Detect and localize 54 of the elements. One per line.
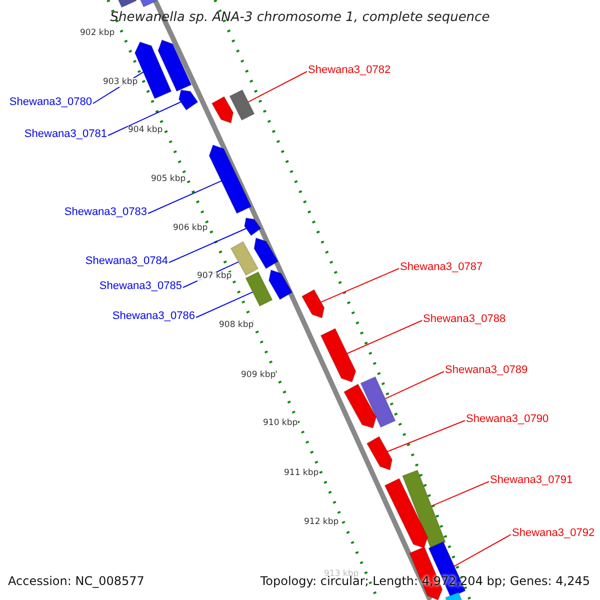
scale-label: 905 kbp: [151, 175, 186, 184]
leader-line: [346, 320, 422, 354]
gene-label: Shewana3_0792: [512, 528, 595, 539]
scale-label: 911 kbp: [284, 469, 319, 478]
gene-label: Shewana3_0790: [466, 414, 549, 425]
scale-label: 907 kbp: [197, 272, 232, 280]
leader-line: [320, 268, 400, 303]
gene-label: Shewana3_0783: [64, 207, 147, 218]
gene-label: Shewana3_0786: [112, 311, 195, 322]
gene-block: [360, 376, 396, 428]
gene-label: Shewana3_0788: [423, 314, 506, 325]
gene-feature: [244, 217, 262, 236]
gene-feature: [208, 144, 252, 214]
gene-feature: [384, 478, 428, 549]
scale-label: 912 kbp: [304, 518, 339, 526]
gene-label: Shewana3_0781: [24, 129, 107, 140]
leader-line: [387, 420, 466, 452]
scale-label: 904 kbp: [128, 126, 163, 134]
leader-line: [248, 71, 308, 102]
gene-label: Shewana3_0784: [85, 256, 168, 267]
gene-feature: [320, 328, 356, 383]
leader-line: [168, 228, 247, 263]
leader-line: [384, 371, 444, 400]
scale-label: 910 kbp: [263, 419, 298, 428]
gene-feature: [178, 89, 198, 111]
gene-feature: [211, 96, 234, 124]
gene-block: [229, 89, 255, 121]
gene-label: Shewana3_0791: [490, 475, 573, 486]
gene-feature: [301, 288, 325, 319]
gene-block: [402, 469, 446, 549]
leader-line: [108, 102, 182, 136]
gene-block: [230, 240, 259, 276]
leader-line: [196, 292, 254, 318]
gene-feature: [366, 436, 393, 471]
title: Shewanella sp. ANA-3 chromosome 1, complete sequence: [109, 11, 491, 24]
gene-label: Shewana3_0789: [445, 365, 528, 376]
leader-line: [454, 534, 512, 567]
leader-line: [431, 481, 490, 507]
accession-text: Accession: NC_008577: [8, 575, 144, 587]
gene-feature: [254, 237, 279, 270]
gene-feature: [158, 39, 192, 92]
scale-label: 902 kbp: [80, 29, 115, 38]
gene-label: Shewana3_0785: [99, 281, 182, 292]
scale-label: 908 kbp: [219, 321, 254, 330]
gene-label: Shewana3_0782: [308, 65, 391, 76]
scale-label: 903 kbp: [103, 78, 138, 86]
gene-label: Shewana3_0787: [400, 262, 483, 273]
gene-block: [245, 271, 273, 307]
gene-feature: [268, 269, 293, 300]
scale-label: 909 kbp: [241, 371, 276, 380]
gene-feature: [343, 383, 377, 429]
gene-label: Shewana3_0780: [9, 97, 92, 108]
scale-label: 906 kbp: [173, 224, 208, 232]
leader-line: [148, 180, 222, 214]
